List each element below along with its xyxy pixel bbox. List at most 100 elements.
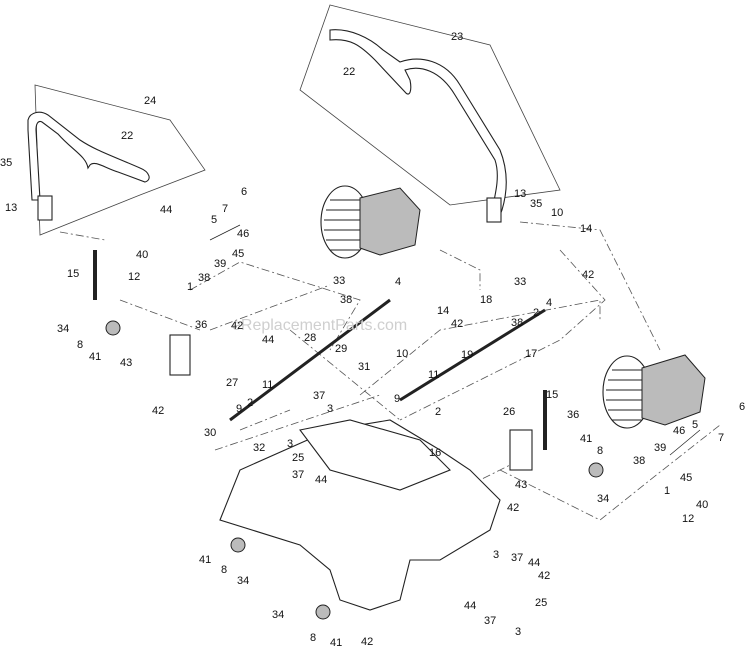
callout-33-right: 33 <box>514 276 526 288</box>
callout-5-left: 5 <box>211 214 217 226</box>
callout-3-lower-upper: 3 <box>493 549 499 561</box>
callout-38-right: 38 <box>511 317 523 329</box>
callout-32: 32 <box>253 442 265 454</box>
callout-1-left: 1 <box>187 281 193 293</box>
callout-6-right: 6 <box>739 401 745 413</box>
callout-37-lower-upper: 37 <box>511 552 523 564</box>
bushing-8d <box>315 604 331 620</box>
spring-7 <box>209 224 701 456</box>
callout-42-lower-right: 42 <box>538 570 550 582</box>
frame-cross-member <box>299 419 451 491</box>
callout-4-upper: 4 <box>395 276 401 288</box>
pump-upper-body <box>359 187 421 256</box>
callout-40-left: 40 <box>136 249 148 261</box>
callout-44-lower: 44 <box>315 474 327 486</box>
callout-35-right: 35 <box>530 198 542 210</box>
callout-8-lower-left: 8 <box>221 564 227 576</box>
callout-33-left: 33 <box>333 275 345 287</box>
callout-34-right: 34 <box>597 493 609 505</box>
callout-18: 18 <box>480 294 492 306</box>
callout-41-right: 41 <box>580 433 592 445</box>
watermark-text: eReplacementParts.com <box>232 317 407 334</box>
callout-30: 30 <box>204 427 216 439</box>
callout-43-right: 43 <box>515 479 527 491</box>
right-handle-bar <box>329 29 507 221</box>
callout-14-lower: 14 <box>437 305 449 317</box>
callout-42-right-lower: 42 <box>507 502 519 514</box>
callout-7-left: 7 <box>222 203 228 215</box>
callout-40-right: 40 <box>696 499 708 511</box>
callout-42-left-lower: 42 <box>152 405 164 417</box>
callout-44-mid: 44 <box>262 334 274 346</box>
callout-43-left: 43 <box>120 357 132 369</box>
callout-5-right: 5 <box>692 419 698 431</box>
hydro-pump-lower <box>602 354 706 429</box>
hardware <box>105 224 701 620</box>
callout-26: 26 <box>503 406 515 418</box>
right-control-handle <box>329 29 507 223</box>
callout-2-right: 2 <box>435 406 441 418</box>
callout-2-upper: 2 <box>533 307 539 319</box>
callout-13-right: 13 <box>514 188 526 200</box>
chassis-frame <box>219 419 501 611</box>
callout-44-lower-right: 44 <box>528 557 540 569</box>
callout-39-left: 39 <box>214 258 226 270</box>
right-handle-bracket <box>486 197 502 223</box>
left-handle-bar <box>27 111 150 201</box>
callout-37-bottom: 37 <box>484 615 496 627</box>
callout-46-right: 46 <box>673 425 685 437</box>
bushing-8a <box>105 320 121 336</box>
callout-31: 31 <box>358 361 370 373</box>
bushing-8c <box>230 537 246 553</box>
callout-42-left-upper: 42 <box>231 320 243 332</box>
callout-12-left: 12 <box>128 271 140 283</box>
callout-24: 24 <box>144 95 156 107</box>
callout-6-left: 6 <box>241 186 247 198</box>
callout-9-right: 9 <box>394 393 400 405</box>
callout-12-right: 12 <box>682 513 694 525</box>
callout-34-left: 34 <box>57 323 69 335</box>
callout-38-left: 38 <box>198 272 210 284</box>
bracket-36a <box>169 334 191 376</box>
pump-lower-body <box>641 354 706 426</box>
callout-35-left: 35 <box>0 157 12 169</box>
callout-41-bottom: 41 <box>330 637 342 649</box>
callout-46-left: 46 <box>237 228 249 240</box>
callout-42-bottom: 42 <box>361 636 373 648</box>
callout-36-right: 36 <box>567 409 579 421</box>
callout-4-right: 4 <box>546 297 552 309</box>
callout-3-mid: 3 <box>287 438 293 450</box>
callout-labels: 23 22 24 22 35 13 13 35 10 14 44 6 5 7 4… <box>0 31 745 649</box>
callout-37-mid: 37 <box>292 469 304 481</box>
callout-37-upper: 37 <box>313 390 325 402</box>
callout-39-right: 39 <box>654 442 666 454</box>
rod-28-29 <box>229 298 391 422</box>
callout-42-upper-right: 42 <box>582 269 594 281</box>
callout-15-left: 15 <box>67 268 79 280</box>
callout-34-bottom: 34 <box>272 609 284 621</box>
callout-25-lower: 25 <box>535 597 547 609</box>
callout-36-left: 36 <box>195 319 207 331</box>
callout-14-upper: 14 <box>580 223 592 235</box>
left-handle-bracket <box>37 195 53 221</box>
callout-41-left: 41 <box>89 351 101 363</box>
callout-27: 27 <box>226 377 238 389</box>
callout-25-upper: 25 <box>292 452 304 464</box>
callout-29: 29 <box>335 343 347 355</box>
callout-2-left: 2 <box>247 397 253 409</box>
callout-3-bottom: 3 <box>515 626 521 638</box>
bushing-8b <box>588 462 604 478</box>
callout-45-right: 45 <box>680 472 692 484</box>
callout-16: 16 <box>429 447 441 459</box>
callout-34-lower-left: 34 <box>237 575 249 587</box>
bracket-26 <box>509 429 533 471</box>
callout-44-upper: 44 <box>160 204 172 216</box>
callout-45-left: 45 <box>232 248 244 260</box>
callout-8-bottom: 8 <box>310 632 316 644</box>
callout-28: 28 <box>304 332 316 344</box>
callout-11-left: 11 <box>262 379 273 391</box>
callout-42-mid: 42 <box>451 318 463 330</box>
callout-3-upper: 3 <box>327 403 333 415</box>
callout-7-right: 7 <box>718 432 724 444</box>
